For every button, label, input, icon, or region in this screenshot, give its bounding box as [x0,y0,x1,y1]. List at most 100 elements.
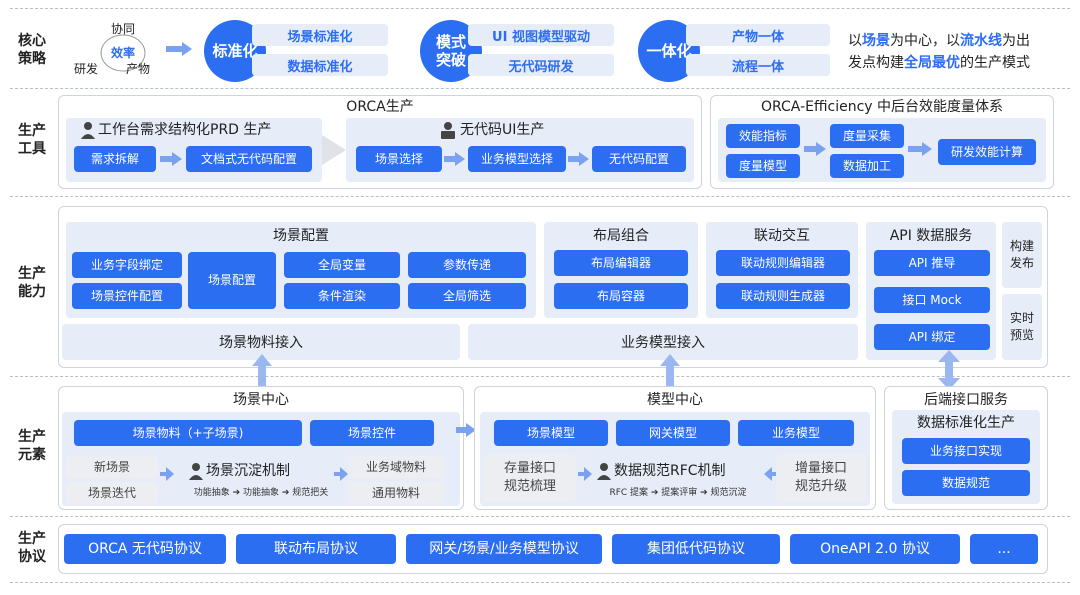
protocol-button[interactable]: 联动布局协议 [236,534,396,564]
cycle-top: 协同 [110,21,135,36]
api-title: API 数据服务 [889,228,973,244]
standardize-item: 场景标准化 [252,24,388,46]
step-button[interactable]: 业务模型选择 [468,146,566,172]
material-button[interactable]: 场景物料（+子场景) [74,420,302,446]
config-button[interactable]: 条件渲染 [284,283,400,309]
arrow-icon [166,467,174,481]
scene-input: 场景迭代 [66,482,158,504]
double-arrow-icon [938,350,960,390]
backend-button[interactable]: 数据规范 [902,470,1030,496]
arrow-icon [466,423,476,437]
arrow [160,472,168,476]
arrow [444,156,456,162]
ui-title: 无代码UI生产 [460,122,545,138]
scene-input: 新场景 [66,456,158,478]
arrow-icon [922,142,932,156]
divider [10,88,1070,89]
api-button[interactable]: API 推导 [874,250,990,276]
material-output: 通用物料 [348,482,444,504]
arrow-icon [816,142,826,156]
metric-button[interactable]: 数据加工 [830,154,904,178]
row-label-capability: 生产 能力 [18,266,46,300]
summary-highlight: 流水线 [960,33,1002,49]
api-button[interactable]: 接口 Mock [874,287,990,313]
linkage-title: 联动交互 [754,228,810,244]
summary-text: 发点构建 [848,55,904,71]
cycle-ring [100,34,146,72]
step-button[interactable]: 无代码配置 [592,146,686,172]
linkage-button[interactable]: 联动规则编辑器 [716,250,850,276]
model-button[interactable]: 业务模型 [738,420,854,446]
backend-title: 后端接口服务 [924,392,1008,408]
metric-button[interactable]: 度量模型 [726,154,800,178]
config-button[interactable]: 场景配置 [188,252,276,309]
integration-item: 流程一体 [686,54,830,76]
layout-button[interactable]: 布局容器 [554,283,688,309]
config-button[interactable]: 场景控件配置 [72,283,182,309]
arrow-icon [579,152,589,166]
config-button[interactable]: 参数传递 [408,252,526,278]
user-icon [596,462,612,480]
step-button[interactable]: 文档式无代码配置 [186,146,312,172]
arrow [568,156,580,162]
summary-text: 以 [848,33,862,49]
arrow [770,472,778,476]
divider [10,8,1070,9]
linkage-button[interactable]: 联动规则生成器 [716,283,850,309]
protocol-more-button[interactable]: ... [970,534,1038,564]
business-model-access: 业务模型接入 [468,324,858,360]
divider [10,582,1070,583]
standardize-item: 数据标准化 [252,54,388,76]
metric-button[interactable]: 度量采集 [830,124,904,148]
config-button[interactable]: 全局变量 [284,252,400,278]
material-button[interactable]: 场景控件 [310,420,434,446]
rfc-title: 数据规范RFC机制 [614,463,726,479]
arrow [334,472,342,476]
protocol-button[interactable]: 集团低代码协议 [612,534,780,564]
model-button[interactable]: 网关模型 [616,420,730,446]
backend-subtitle: 数据标准化生产 [917,415,1015,431]
mechanism-title: 场景沉淀机制 [206,463,290,479]
up-arrow-icon [660,354,680,394]
step-button[interactable]: 场景选择 [356,146,442,172]
arrow [160,156,174,162]
divider [10,376,1070,377]
step-button[interactable]: 需求拆解 [74,146,156,172]
summary-text: 为出 [1002,33,1030,49]
developer-icon [440,121,456,139]
divider [10,196,1070,197]
user-icon [80,121,96,139]
arrow-icon [172,152,182,166]
arrow [166,46,182,52]
model-button[interactable]: 场景模型 [494,420,608,446]
arrow-icon [455,152,465,166]
protocol-button[interactable]: OneAPI 2.0 协议 [790,534,960,564]
api-button[interactable]: API 绑定 [874,324,990,350]
scene-config-title: 场景配置 [273,228,329,244]
config-button[interactable]: 全局筛选 [408,283,526,309]
summary-highlight: 场景 [862,33,890,49]
mechanism-subtitle: 功能抽象 ➔ 功能抽象 ➔ 规范把关 [193,488,329,498]
summary-text: 为中心，以 [890,33,960,49]
legacy-interface: 存量接口 规范梳理 [484,454,576,502]
breakthrough-item: 无代码研发 [468,54,614,76]
model-center-title: 模型中心 [647,392,703,408]
metric-button[interactable]: 效能指标 [726,124,800,148]
arrow-icon [182,42,192,56]
row-label-strategy: 核心 策略 [18,33,46,67]
protocol-button[interactable]: 网关/场景/业务模型协议 [406,534,602,564]
arrow [804,146,818,152]
arrow-left-icon [764,467,772,481]
breakthrough-item: UI 视图模型驱动 [468,24,614,46]
backend-button[interactable]: 业务接口实现 [902,438,1030,464]
layout-button[interactable]: 布局编辑器 [554,250,688,276]
protocol-button[interactable]: ORCA 无代码协议 [64,534,226,564]
cycle-left: 研发 [73,61,98,76]
config-button[interactable]: 业务字段绑定 [72,252,182,278]
incremental-interface: 增量接口 规范升级 [776,454,866,502]
realtime-preview: 实时 预览 [1002,294,1042,360]
up-arrow-icon [252,354,272,394]
scene-center-title: 场景中心 [233,392,289,408]
build-publish: 构建 发布 [1002,222,1042,288]
metric-button[interactable]: 研发效能计算 [938,139,1036,165]
